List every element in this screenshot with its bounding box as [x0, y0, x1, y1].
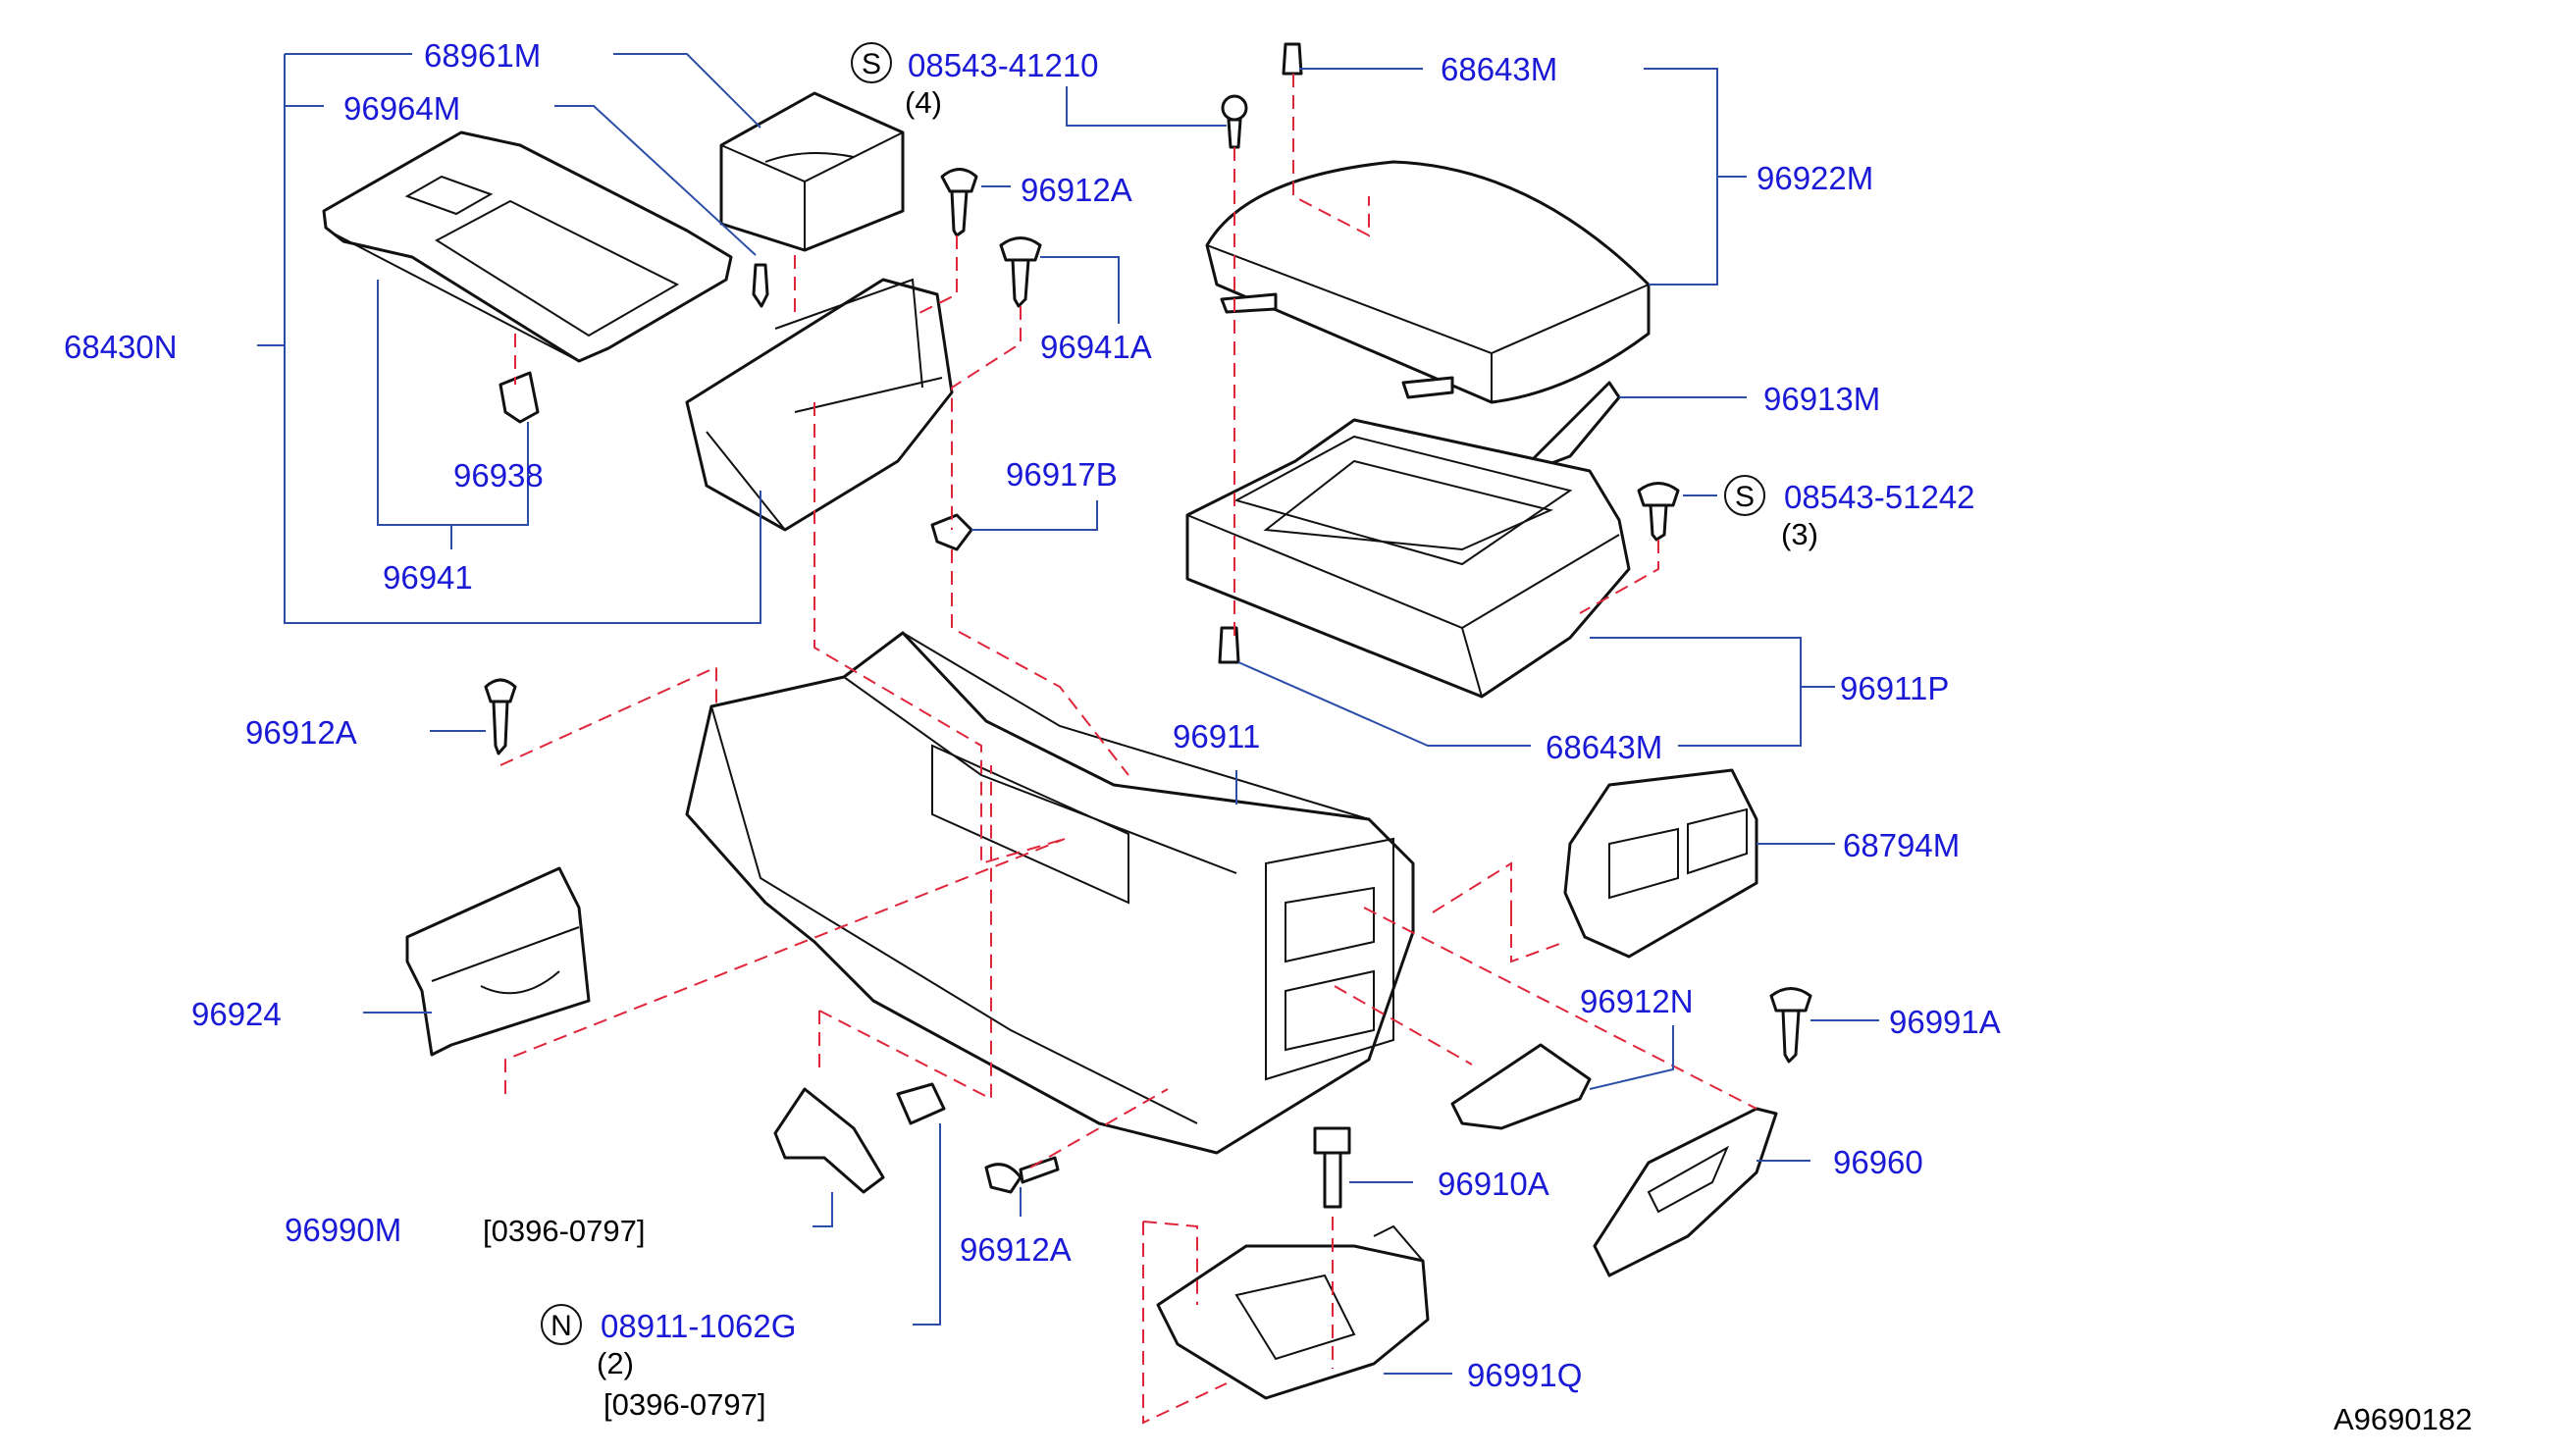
label-96938[interactable]: 96938 — [453, 457, 544, 494]
label-96912A-left[interactable]: 96912A — [245, 714, 357, 751]
housing-part — [685, 278, 954, 532]
label-96910A[interactable]: 96910A — [1438, 1166, 1549, 1202]
screw-part-top — [1221, 94, 1248, 149]
clip-96912A-top — [940, 168, 978, 237]
label-68643M-bottom[interactable]: 68643M — [1546, 729, 1662, 765]
label-96990M[interactable]: 96990M — [285, 1212, 401, 1248]
label-96912A-bottom[interactable]: 96912A — [960, 1231, 1072, 1268]
label-96991A[interactable]: 96991A — [1889, 1004, 2001, 1040]
bezel-part — [1593, 1107, 1778, 1277]
label-qty-3: (3) — [1781, 517, 1818, 551]
armrest-base-part — [1185, 418, 1631, 699]
label-96917B[interactable]: 96917B — [1006, 456, 1118, 493]
label-96941[interactable]: 96941 — [383, 559, 473, 596]
vent-part — [1563, 768, 1758, 959]
label-96912N[interactable]: 96912N — [1580, 983, 1694, 1019]
console-body-part — [685, 631, 1415, 1155]
symbol-s-right-text: S — [1735, 481, 1755, 513]
label-96960[interactable]: 96960 — [1833, 1144, 1923, 1180]
label-08911-1062G[interactable]: 08911-1062G — [601, 1308, 796, 1344]
tray-part — [1450, 1043, 1592, 1130]
label-68430N[interactable]: 68430N — [64, 329, 178, 365]
label-08543-41210[interactable]: 08543-41210 — [908, 47, 1099, 83]
symbol-s-top: S — [851, 42, 892, 83]
label-96991Q[interactable]: 96991Q — [1467, 1357, 1582, 1393]
label-range-2: [0396-0797] — [603, 1387, 765, 1422]
clip-96912A-left — [484, 678, 517, 755]
clip-part — [498, 371, 540, 424]
symbol-n-bottom-text: N — [551, 1310, 572, 1342]
label-range-1: [0396-0797] — [483, 1214, 645, 1248]
label-68643M-top[interactable]: 68643M — [1441, 51, 1557, 87]
diagram-id: A9690182 — [2334, 1402, 2472, 1436]
pin-part — [752, 263, 769, 308]
label-96911P[interactable]: 96911P — [1840, 670, 1949, 706]
pin-68643M-bottom — [1218, 626, 1240, 664]
armrest-lid-part — [1205, 160, 1651, 404]
finisher-plate-part — [322, 130, 733, 363]
label-68961M[interactable]: 68961M — [424, 37, 541, 74]
base-bracket-part — [1156, 1224, 1430, 1400]
pin-68643M-top — [1282, 42, 1303, 76]
bracket-96990M — [773, 1087, 885, 1194]
label-qty-4: (4) — [905, 85, 942, 120]
clip-96941A — [999, 236, 1042, 308]
pad-part — [1529, 381, 1621, 471]
leader-lines — [257, 53, 1879, 1375]
nut-part — [896, 1082, 946, 1125]
pocket-part — [405, 866, 591, 1057]
label-qty-2: (2) — [597, 1346, 634, 1380]
clip-96912A-bottom — [984, 1156, 1060, 1194]
label-96912A-top[interactable]: 96912A — [1021, 172, 1132, 208]
label-96924[interactable]: 96924 — [191, 996, 282, 1032]
bracket-96917B — [930, 513, 973, 551]
label-68794M[interactable]: 68794M — [1843, 827, 1960, 863]
guide-lines — [499, 74, 1757, 1425]
label-96913M[interactable]: 96913M — [1763, 381, 1880, 417]
symbol-s-right: S — [1724, 475, 1765, 516]
screw-part-right — [1637, 482, 1680, 542]
clip-96991A — [1769, 987, 1812, 1064]
symbol-s-top-text: S — [862, 48, 881, 80]
label-08543-51242[interactable]: 08543-51242 — [1784, 479, 1975, 515]
symbol-n-bottom: N — [541, 1304, 582, 1345]
bolt-part — [1313, 1126, 1351, 1209]
label-96964M[interactable]: 96964M — [343, 90, 460, 127]
label-96922M[interactable]: 96922M — [1757, 160, 1873, 196]
label-96941A[interactable]: 96941A — [1040, 329, 1152, 365]
label-96911[interactable]: 96911 — [1173, 718, 1260, 754]
